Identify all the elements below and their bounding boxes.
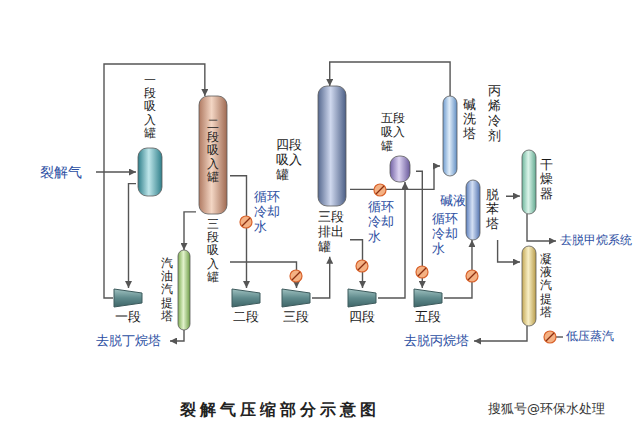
vessel-name: 五段 (413, 310, 443, 325)
exchanger-body (290, 270, 302, 282)
vessel-name: 四段吸入罐 (276, 138, 304, 183)
vessel-name: 五段吸入罐 (381, 112, 407, 153)
vessel-shape (464, 180, 506, 240)
exchanger-body (374, 184, 386, 196)
heat-exchanger (466, 270, 478, 282)
suction-drum: 五段吸入罐 (372, 110, 416, 182)
compressor: 二段 (231, 288, 262, 328)
vessel-body (522, 150, 536, 214)
watermark: 搜狐号@环保水处理 (488, 402, 605, 417)
exchanger-body (466, 270, 478, 282)
drum-vessel: 四段吸入罐三段排出罐 (272, 86, 350, 257)
exchanger-mark (418, 268, 426, 276)
vessel-name: 一段吸入罐 (144, 74, 156, 140)
heat-exchanger (416, 266, 428, 278)
outlet-pipe (170, 330, 184, 341)
destination-label: 去脱丙烷塔 (404, 334, 469, 349)
vessel-body (138, 148, 162, 196)
process-pipe (444, 240, 472, 298)
vessel-name: 四段 (347, 310, 377, 325)
exchanger-mark (292, 272, 300, 280)
vessel-body (522, 246, 536, 326)
dryer-vessel: 干燥器 (520, 150, 556, 214)
utility-label: 碱液 (440, 194, 466, 209)
exchanger-body (356, 260, 368, 272)
vessel-body (199, 96, 227, 214)
utility-label: 循环冷却水 (432, 212, 460, 257)
outlet-pipe (474, 326, 527, 341)
heat-exchanger (290, 270, 302, 282)
compressor-symbol (114, 289, 142, 307)
compressor-symbol (348, 289, 376, 307)
vessel-body (318, 86, 346, 206)
steam-pipe (556, 336, 563, 337)
compressor-symbol (232, 289, 260, 307)
vessel-body (390, 156, 410, 182)
stripper-column: 凝液汽提塔 (520, 246, 556, 326)
wash-column: 碱洗塔 (440, 96, 482, 176)
exchanger-mark (468, 272, 476, 280)
outlet-pipe (527, 214, 556, 241)
vessel-name: 干燥器 (540, 158, 553, 201)
vessel-name: 凝液汽提塔 (540, 253, 552, 319)
column: 脱苯塔 (464, 180, 506, 240)
suction-drum: 二段吸入罐三段吸入罐 (196, 96, 230, 286)
utility-label: 低压蒸汽 (566, 330, 614, 344)
process-pipe (330, 62, 450, 96)
compressor: 三段 (281, 288, 312, 328)
feed-pipe (96, 171, 136, 172)
compressor: 一段 (113, 288, 144, 328)
vessel-name: 三段吸入罐 (207, 218, 219, 284)
process-pipe (312, 257, 330, 298)
vessel-body (466, 180, 480, 240)
suction-drum: 一段吸入罐 (136, 72, 164, 196)
vessel-name: 二段 (231, 310, 261, 325)
compressor-symbol (414, 289, 442, 307)
compressor-symbol (282, 289, 310, 307)
utility-label: 循环冷却水 (254, 190, 282, 235)
exchanger-body (416, 266, 428, 278)
compressor: 五段 (413, 288, 444, 328)
exchanger-mark (546, 333, 554, 341)
heat-exchanger (240, 216, 252, 228)
process-pipe (184, 212, 196, 250)
vessel-body (443, 96, 457, 176)
heat-exchanger (356, 260, 368, 272)
vessel-body (178, 250, 190, 330)
process-pipe (230, 176, 247, 288)
heat-exchanger-group (240, 184, 556, 343)
process-pipe (129, 184, 137, 288)
vessel-name: 二段吸入罐 (207, 118, 219, 184)
vessel-name: 脱苯塔 (486, 188, 499, 231)
compressor: 四段 (347, 288, 378, 328)
exchanger-mark (358, 262, 366, 270)
diagram-title: 裂解气压缩部分示意图 (180, 400, 380, 421)
process-pipe (498, 240, 520, 262)
vessel-name: 碱洗塔 (463, 98, 476, 141)
stream-label: 裂解气 (40, 164, 82, 180)
utility-label: 丙烯冷剂 (488, 84, 501, 144)
vessel-name: 一段 (113, 310, 143, 325)
vessel-name: 三段 (281, 310, 311, 325)
stripper-column: 汽油汽提塔 (160, 250, 192, 330)
utility-label: 循环冷却水 (368, 200, 396, 245)
destination-label: 去脱甲烷系统 (560, 234, 632, 248)
vessel-name: 三段排出罐 (318, 210, 346, 255)
exchanger-mark (376, 186, 384, 194)
exchanger-mark (242, 218, 250, 226)
process-pipe (230, 262, 297, 288)
process-pipe (506, 195, 520, 197)
vessel-name: 汽油汽提塔 (161, 257, 173, 323)
exchanger-body (240, 216, 252, 228)
heat-exchanger (544, 331, 556, 343)
exchanger-body (544, 331, 556, 343)
heat-exchanger (374, 184, 386, 196)
destination-label: 去脱丁烷塔 (96, 334, 161, 349)
